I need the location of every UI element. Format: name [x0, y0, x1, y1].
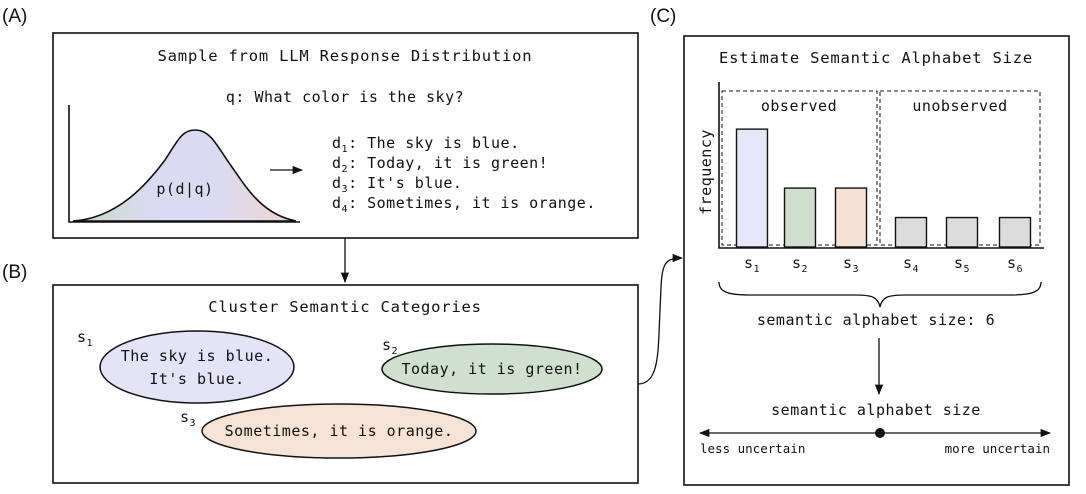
response-item: d3: It's blue. — [332, 174, 462, 195]
tick-label-s6: s6 — [1007, 254, 1023, 275]
cluster-text: The sky is blue. — [121, 347, 274, 365]
bar-s6 — [998, 216, 1032, 248]
panel-a: (A) Sample from LLM Response Distributio… — [2, 6, 639, 239]
cluster-label: s2 — [382, 336, 398, 357]
tick-label-s4: s4 — [903, 254, 919, 275]
cluster-label: s1 — [77, 328, 93, 349]
bar-s4 — [894, 216, 928, 248]
panel-c-label: (C) — [650, 6, 676, 27]
panel-b-label: (B) — [2, 262, 27, 283]
panel-b-title: Cluster Semantic Categories — [208, 298, 482, 316]
cluster-s3: s3 Sometimes, it is orange. — [180, 403, 477, 459]
tick-label-s5: s5 — [954, 254, 970, 275]
arrow-b-to-c — [637, 253, 684, 385]
tick-label-s3: s3 — [843, 254, 859, 275]
panel-c-box — [683, 35, 1070, 486]
cluster-ellipse — [381, 343, 603, 395]
tick-label-s2: s2 — [792, 254, 808, 275]
panel-a-title: Sample from LLM Response Distribution — [158, 47, 533, 65]
bar-s1 — [735, 128, 769, 248]
response-item: d4: Sometimes, it is orange. — [332, 194, 596, 215]
scale-left-label: less uncertain — [700, 441, 805, 456]
cluster-s1: s1 The sky is blue. It's blue. — [77, 328, 295, 404]
cluster-text: Sometimes, it is orange. — [225, 422, 454, 440]
cluster-label: s3 — [180, 408, 196, 429]
tick-label-s1: s1 — [744, 254, 760, 275]
observed-label: observed — [761, 97, 837, 115]
panel-b: (B) Cluster Semantic Categories s1 The s… — [2, 262, 639, 484]
scale-title: semantic alphabet size — [771, 401, 981, 419]
cluster-text: Today, it is green! — [401, 360, 582, 378]
cluster-text: It's blue. — [149, 370, 244, 388]
panel-c-title: Estimate Semantic Alphabet Size — [719, 49, 1033, 67]
brace — [718, 281, 1042, 308]
bar-s2 — [783, 187, 817, 248]
distribution-curve — [72, 129, 297, 222]
response-item: d1: The sky is blue. — [332, 134, 520, 155]
panel-c: (C) Estimate Semantic Alphabet Size obse… — [650, 6, 1070, 486]
response-item: d2: Today, it is green! — [332, 154, 548, 175]
panel-a-label: (A) — [2, 6, 27, 27]
chart-axes — [718, 82, 1044, 249]
scale-marker — [875, 428, 885, 438]
bar-s3 — [834, 187, 868, 248]
response-list: d1: The sky is blue. d2: Today, it is gr… — [332, 134, 596, 215]
unobserved-label: unobserved — [912, 97, 1007, 115]
cluster-s2: s2 Today, it is green! — [381, 336, 603, 395]
cluster-ellipse — [99, 330, 295, 404]
alphabet-size-text: semantic alphabet size: 6 — [757, 311, 995, 329]
frequency-chart: observed unobserved frequency s1 s2 s3 s4 s5… — [697, 82, 1044, 275]
curve-label: p(d|q) — [156, 180, 213, 198]
scale-right-label: more uncertain — [945, 441, 1050, 456]
cluster-ellipse — [201, 403, 477, 459]
y-axis-label: frequency — [697, 129, 715, 215]
question-text: q: What color is the sky? — [226, 88, 464, 106]
distribution-axes — [68, 105, 300, 223]
bars-group — [735, 128, 1032, 248]
bar-s5 — [945, 216, 979, 248]
tick-labels-group: s1 s2 s3 s4 s5 s6 — [744, 254, 1023, 275]
